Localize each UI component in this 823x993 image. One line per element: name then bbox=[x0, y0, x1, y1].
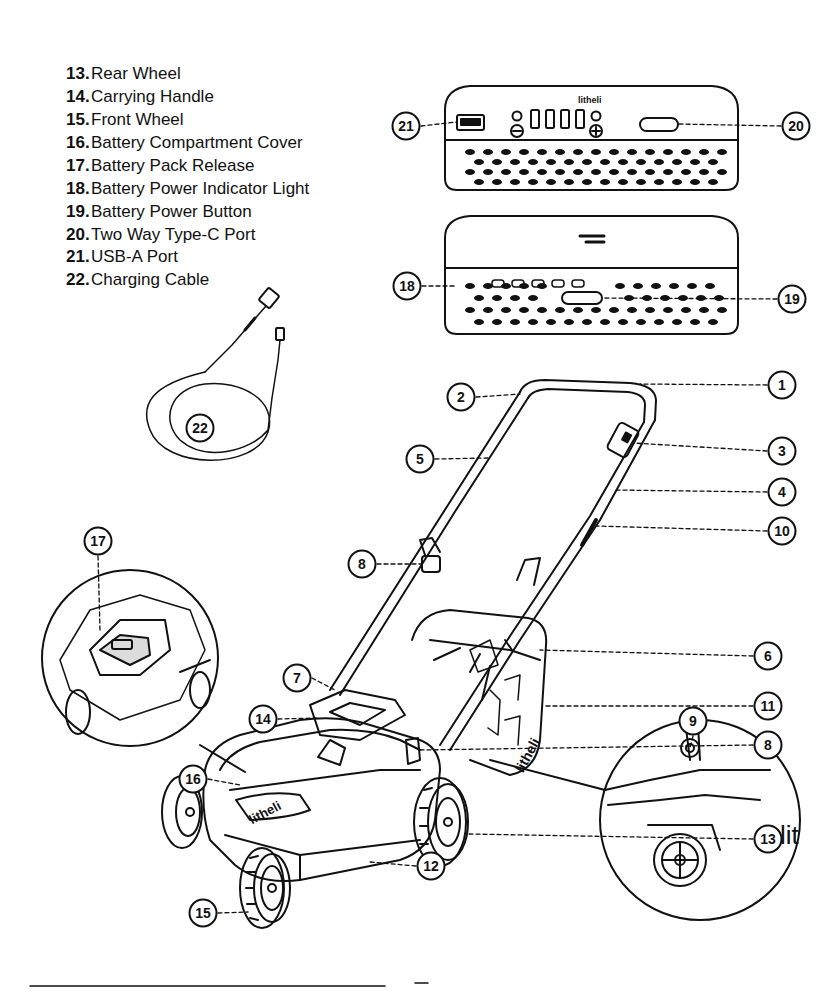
callout-circle: 16 bbox=[178, 764, 208, 794]
part-number: 13. bbox=[66, 65, 90, 82]
part-name: Battery Compartment Cover bbox=[91, 134, 303, 151]
callout-circle: 4 bbox=[767, 477, 797, 507]
callout-circle: 15 bbox=[188, 898, 218, 928]
part-name: Battery Power Indicator Light bbox=[91, 180, 309, 197]
callout-number: 15 bbox=[188, 898, 218, 928]
brand-logo: litheli bbox=[578, 96, 602, 105]
callout-number: 11 bbox=[753, 691, 783, 721]
part-number: 16. bbox=[66, 134, 90, 151]
part-name: Battery Power Button bbox=[91, 203, 252, 220]
callout-circle: 8 bbox=[753, 730, 783, 760]
callout-circle: 17 bbox=[83, 526, 113, 556]
part-name: Rear Wheel bbox=[91, 65, 181, 82]
part-name: Charging Cable bbox=[91, 271, 209, 288]
part-number: 18. bbox=[66, 180, 90, 197]
part-number: 14. bbox=[66, 88, 90, 105]
callout-circle: 9 bbox=[678, 706, 708, 736]
brand-logo: lit bbox=[780, 822, 799, 848]
callout-circle: 22 bbox=[185, 413, 215, 443]
callout-circle: 2 bbox=[446, 382, 476, 412]
callout-number: 4 bbox=[767, 477, 797, 507]
callout-circle: 18 bbox=[392, 271, 422, 301]
callout-number: 14 bbox=[248, 704, 278, 734]
callout-circle: 21 bbox=[391, 111, 421, 141]
callout-number: 16 bbox=[178, 764, 208, 794]
callout-number: 5 bbox=[405, 444, 435, 474]
part-number: 20. bbox=[66, 226, 90, 243]
callout-number: 19 bbox=[777, 284, 807, 314]
part-name: USB-A Port bbox=[91, 248, 178, 265]
part-number: 22. bbox=[66, 271, 90, 288]
part-name: Front Wheel bbox=[91, 111, 184, 128]
callout-circle: 1 bbox=[767, 370, 797, 400]
callout-number: 22 bbox=[185, 413, 215, 443]
callout-number: 2 bbox=[446, 382, 476, 412]
callout-circle: 10 bbox=[767, 516, 797, 546]
callout-number: 10 bbox=[767, 516, 797, 546]
callout-circle: 12 bbox=[416, 851, 446, 881]
callout-number: 1 bbox=[767, 370, 797, 400]
callout-circle: 6 bbox=[753, 641, 783, 671]
callout-number: 12 bbox=[416, 851, 446, 881]
callout-number: 9 bbox=[678, 706, 708, 736]
brand-logo: litheli bbox=[247, 798, 283, 825]
part-name: Two Way Type-C Port bbox=[91, 226, 255, 243]
callout-number: 13 bbox=[753, 824, 783, 854]
callout-number: 3 bbox=[767, 436, 797, 466]
callout-circle: 11 bbox=[753, 691, 783, 721]
brand-logo: litheli bbox=[512, 736, 542, 775]
callout-circle: 3 bbox=[767, 436, 797, 466]
part-number: 17. bbox=[66, 157, 90, 174]
part-number: 21. bbox=[66, 248, 90, 265]
callout-circle: 14 bbox=[248, 704, 278, 734]
part-name: Battery Pack Release bbox=[91, 157, 254, 174]
callout-number: 20 bbox=[781, 111, 811, 141]
callout-circle: 8 bbox=[347, 549, 377, 579]
callout-circle: 19 bbox=[777, 284, 807, 314]
callout-circle: 20 bbox=[781, 111, 811, 141]
callout-circle: 7 bbox=[282, 663, 312, 693]
callout-circle: 13 bbox=[753, 824, 783, 854]
part-number: 19. bbox=[66, 203, 90, 220]
callout-number: 6 bbox=[753, 641, 783, 671]
part-name: Carrying Handle bbox=[91, 88, 214, 105]
callout-number: 18 bbox=[392, 271, 422, 301]
callout-number: 17 bbox=[83, 526, 113, 556]
callout-number: 8 bbox=[753, 730, 783, 760]
callout-number: 7 bbox=[282, 663, 312, 693]
callout-number: 21 bbox=[391, 111, 421, 141]
part-number: 15. bbox=[66, 111, 90, 128]
callout-number: 8 bbox=[347, 549, 377, 579]
callout-circle: 5 bbox=[405, 444, 435, 474]
